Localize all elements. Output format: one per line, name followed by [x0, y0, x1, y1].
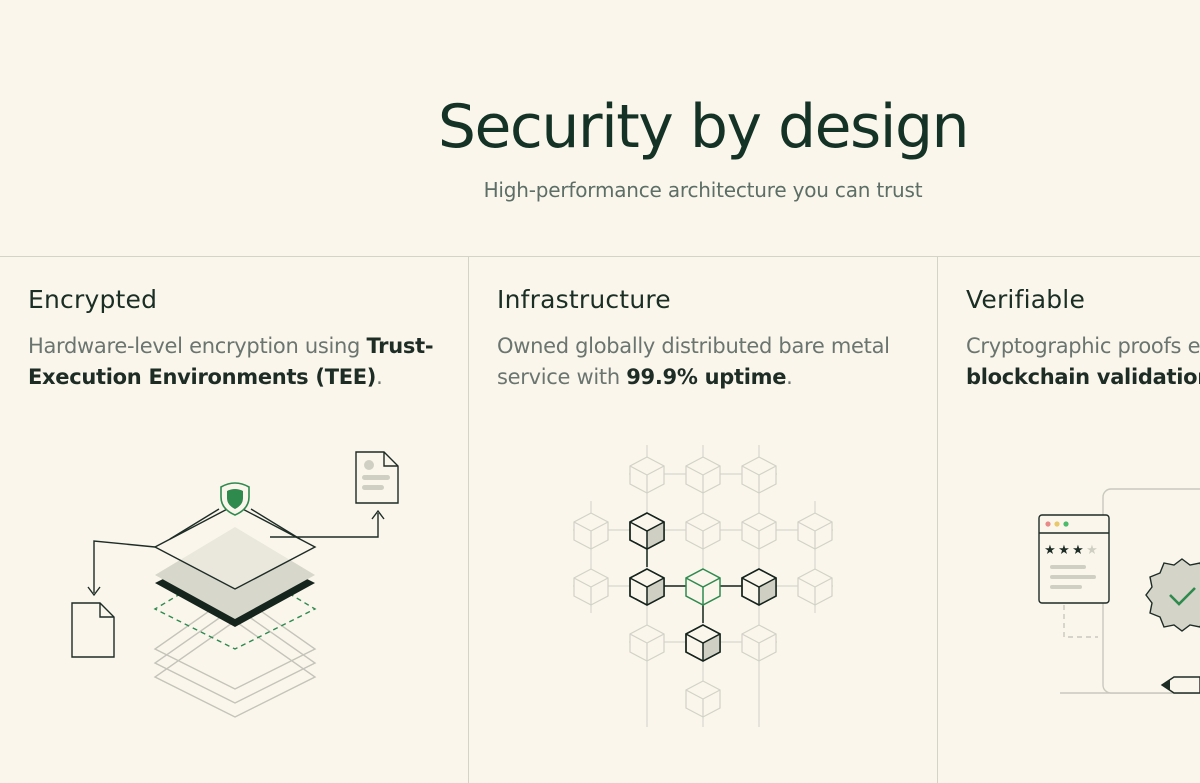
column-divider [468, 257, 469, 783]
feature-title: Encrypted [28, 285, 158, 314]
feature-description-highlight: Trust-Execution Environments (TEE) [28, 334, 434, 389]
feature-card-encrypted: Encrypted Hardware-level encryption usin… [0, 257, 468, 783]
svg-text:★: ★ [1072, 543, 1084, 558]
hero-section: Security by design High-performance arch… [0, 0, 1200, 256]
node-grid-icon [573, 445, 833, 727]
svg-text:★: ★ [1058, 543, 1070, 558]
feature-title: Infrastructure [497, 285, 671, 314]
feature-card-infrastructure: Infrastructure Owned globally distribute… [469, 257, 937, 783]
seal-badge-icon [1145, 558, 1200, 632]
feature-title: Verifiable [966, 285, 1086, 314]
feature-description-highlight: blockchain validation [966, 365, 1200, 389]
feature-description-text: Owned globally distributed bare metal se… [497, 334, 890, 389]
section-divider [0, 256, 1200, 257]
feature-description-text: Hardware-level encryption using [28, 334, 367, 358]
feature-description-highlight: 99.9% uptime [626, 365, 787, 389]
column-divider [937, 257, 938, 783]
page-subtitle: High-performance architecture you can tr… [483, 178, 923, 202]
verified-badge-icon: ★ ★ ★ ★ [1038, 488, 1200, 694]
svg-text:★: ★ [1044, 543, 1056, 558]
feature-description-end: . [376, 365, 383, 389]
feature-description: Owned globally distributed bare metal se… [497, 331, 917, 393]
browser-window-icon: ★ ★ ★ ★ [1038, 514, 1110, 604]
page-title: Security by design [437, 92, 970, 162]
document-icon [71, 602, 115, 658]
feature-card-verifiable: Verifiable Cryptographic proofs e blockch… [938, 257, 1200, 783]
svg-text:★: ★ [1086, 543, 1098, 558]
feature-description: Hardware-level encryption using Trust-Ex… [28, 331, 448, 393]
feature-description-end: . [786, 365, 793, 389]
encryption-layers-icon [71, 451, 399, 718]
document-icon [355, 451, 399, 504]
feature-description: Cryptographic proofs e blockchain validat… [966, 331, 1200, 393]
pen-icon [1160, 676, 1200, 694]
feature-description-text: Cryptographic proofs e [966, 334, 1200, 358]
